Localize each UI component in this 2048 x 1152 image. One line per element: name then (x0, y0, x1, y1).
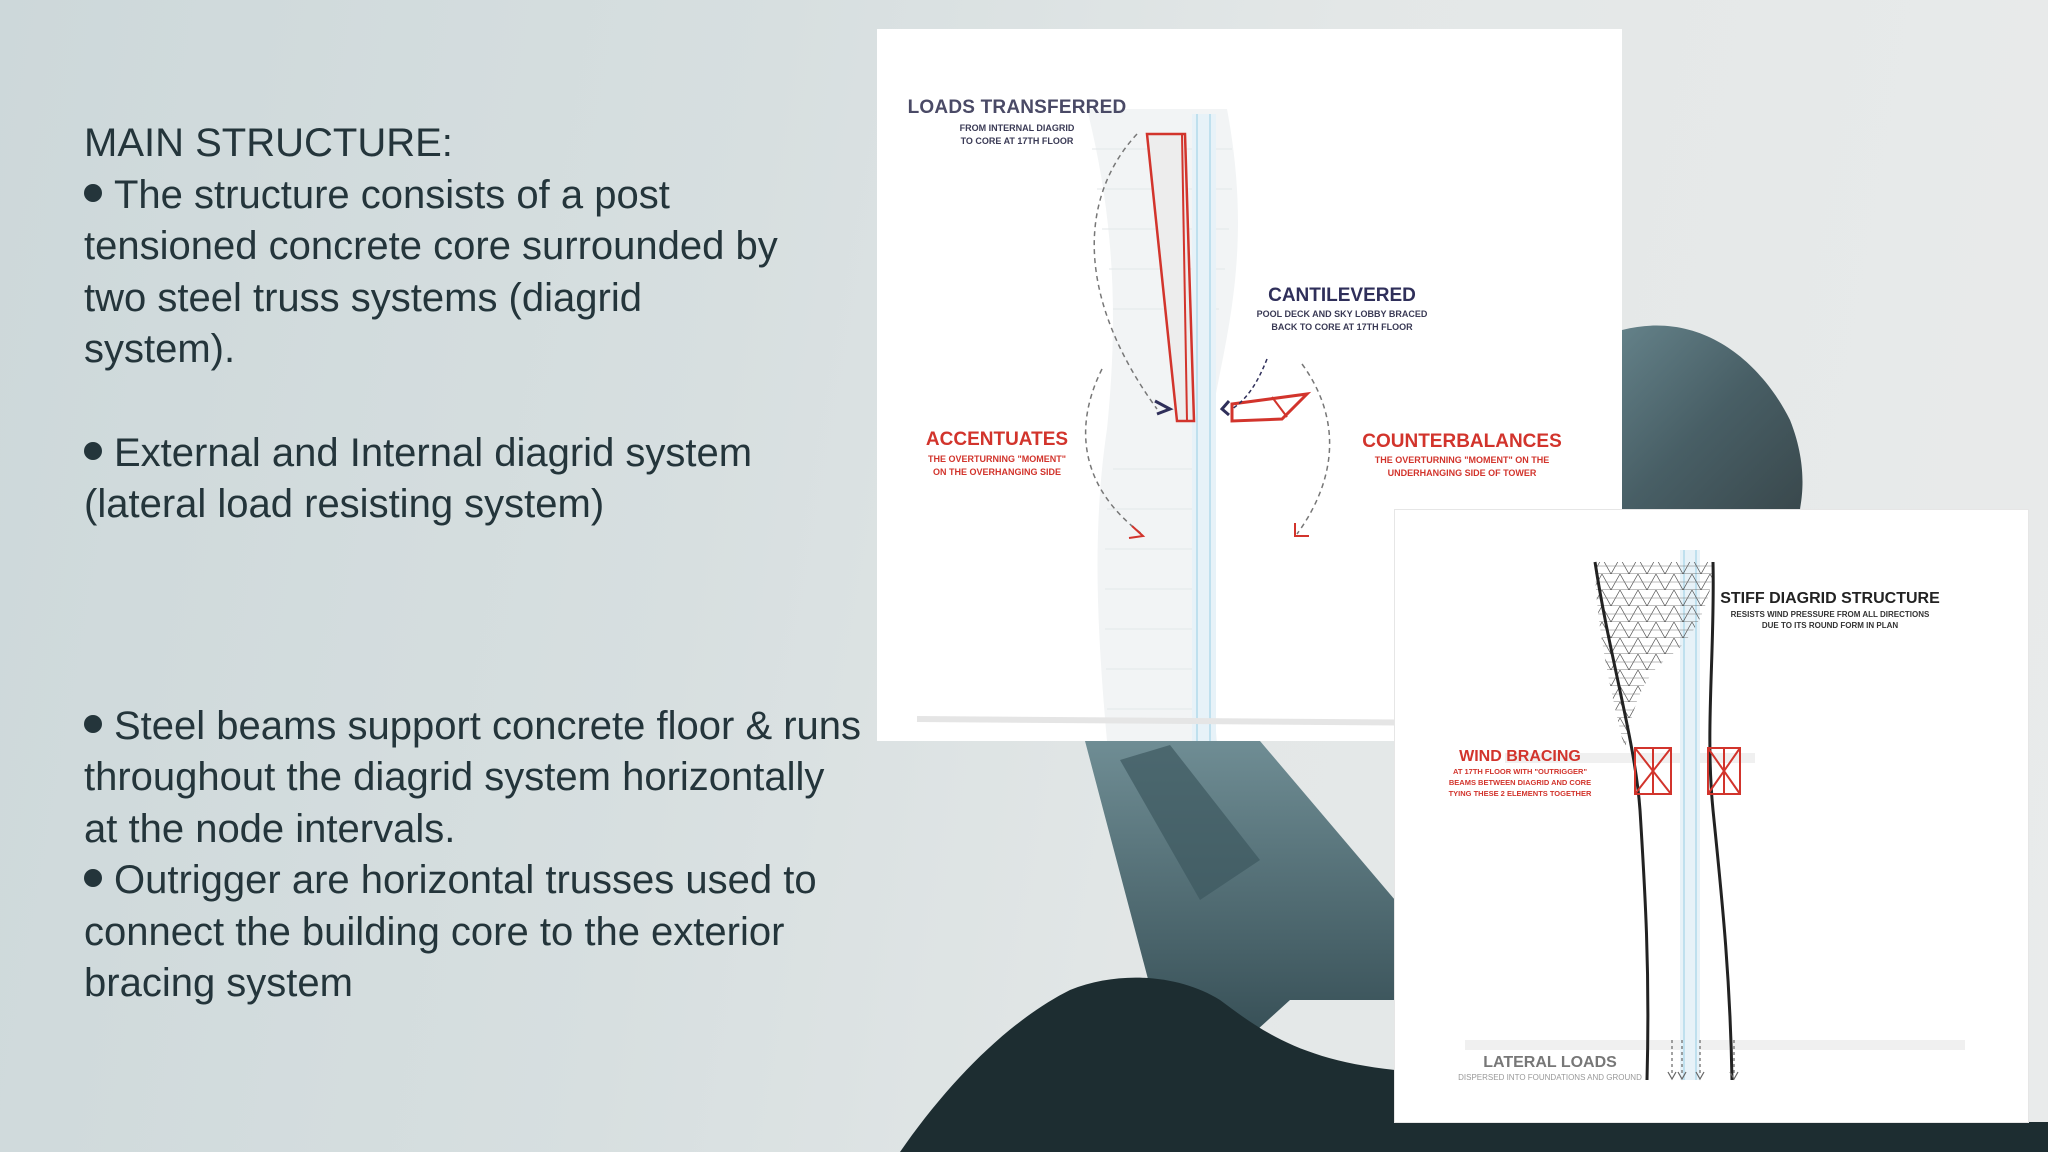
bullet-2-line: (lateral load resisting system) (84, 482, 605, 526)
wind-bracing-title: WIND BRACING (1459, 748, 1581, 765)
loads-transferred-title: LOADS TRANSFERRED (907, 97, 1127, 118)
diagrid-wind-diagram: STIFF DIAGRID STRUCTURE RESISTS WIND PRE… (1395, 510, 2028, 1122)
stiff-diagrid-title: STIFF DIAGRID STRUCTURE (1720, 590, 1940, 607)
accentuates-sub2: ON THE OVERHANGING SIDE (932, 467, 1061, 477)
diagrid-tower-drawing (1465, 550, 1965, 1081)
slide-text-area: MAIN STRUCTURE: The structure consists o… (0, 0, 878, 1152)
cantilevered-sub1: POOL DECK AND SKY LOBBY BRACED (1256, 309, 1428, 319)
bullet-2: External and Internal diagrid system (84, 428, 878, 480)
counterbalances-sub2: UNDERHANGING SIDE OF TOWER (1387, 468, 1537, 478)
bullet-1-line: system). (84, 327, 236, 371)
bullet-3-line: throughout the diagrid system horizontal… (84, 755, 825, 799)
lateral-loads-title: LATERAL LOADS (1483, 1054, 1617, 1071)
bullet-4-line: bracing system (84, 961, 353, 1005)
wind-bracing-sub2: BEAMS BETWEEN DIAGRID AND CORE (1448, 778, 1592, 787)
bullet-dot-icon (84, 183, 102, 202)
slide-text: MAIN STRUCTURE: The structure consists o… (84, 118, 878, 1010)
tower-section-drawing (916, 109, 1598, 741)
counterbalances-title: COUNTERBALANCES (1362, 431, 1562, 452)
wind-bracing-sub3: TYING THESE 2 ELEMENTS TOGETHER (1448, 789, 1592, 798)
bullet-dot-icon (84, 714, 102, 733)
cantilevered-title: CANTILEVERED (1268, 285, 1416, 306)
bullet-3: Steel beams support concrete floor & run… (84, 701, 878, 753)
cantilevered-sub2: BACK TO CORE AT 17TH FLOOR (1271, 322, 1413, 332)
bullet-1-line: two steel truss systems (diagrid (84, 275, 642, 320)
loads-transferred-sub1: FROM INTERNAL DIAGRID (959, 123, 1075, 133)
slide-heading: MAIN STRUCTURE: (84, 121, 453, 165)
stiff-diagrid-sub1: RESISTS WIND PRESSURE FROM ALL DIRECTION… (1730, 610, 1930, 619)
bullet-4-line: connect the building core to the exterio… (84, 909, 785, 954)
bullet-3-line: at the node intervals. (84, 806, 456, 851)
accentuates-sub1: THE OVERTURNING "MOMENT" (927, 454, 1067, 464)
bullet-dot-icon (84, 869, 102, 887)
load-transfer-diagram: LOADS TRANSFERRED FROM INTERNAL DIAGRID … (877, 29, 1622, 741)
wind-bracing-sub1: AT 17TH FLOOR WITH "OUTRIGGER" (1452, 767, 1588, 776)
stiff-diagrid-sub2: DUE TO ITS ROUND FORM IN PLAN (1761, 621, 1899, 630)
bullet-4: Outrigger are horizontal trusses used to (84, 855, 878, 907)
lateral-loads-sub: DISPERSED INTO FOUNDATIONS AND GROUND (1458, 1073, 1642, 1082)
bullet-dot-icon (84, 441, 102, 460)
counterbalances-sub1: THE OVERTURNING "MOMENT" ON THE (1374, 455, 1550, 465)
bullet-1-line: tensioned concrete core surrounded by (84, 224, 778, 268)
accentuates-title: ACCENTUATES (925, 429, 1069, 450)
loads-transferred-sub2: TO CORE AT 17TH FLOOR (960, 136, 1074, 146)
bullet-1: The structure consists of a post (84, 170, 878, 222)
